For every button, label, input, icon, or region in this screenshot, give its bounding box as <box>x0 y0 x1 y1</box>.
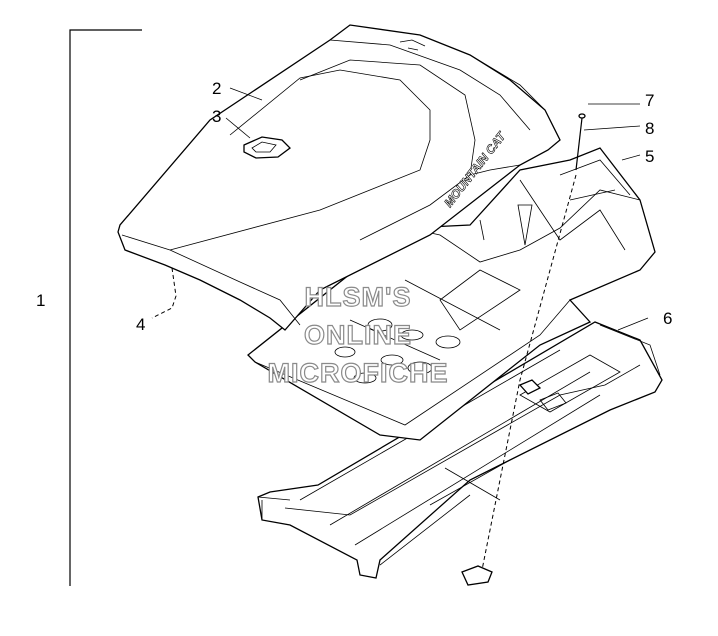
callout-3: 3 <box>212 107 221 126</box>
seat-frame <box>247 147 656 441</box>
callout-8: 8 <box>645 119 654 138</box>
watermark-line-1: HLSM'S <box>305 282 412 312</box>
callout-5: 5 <box>645 147 654 166</box>
callout-4: 4 <box>136 315 145 334</box>
watermark: HLSM'S ONLINE MICROFICHE <box>267 281 449 388</box>
seat-cushion-cover: MOUNTAIN CAT <box>117 24 561 331</box>
callout-6: 6 <box>663 309 672 328</box>
leader-lines <box>151 87 649 331</box>
assembly-bracket <box>69 29 142 586</box>
callout-1: 1 <box>36 291 45 310</box>
callout-7: 7 <box>645 91 654 110</box>
watermark-line-3: MICROFICHE <box>268 358 449 388</box>
callout-2: 2 <box>212 79 221 98</box>
fastener-rod <box>461 113 586 586</box>
callout-labels: 1 2 3 4 5 6 7 8 <box>36 79 672 334</box>
watermark-line-2: ONLINE <box>304 320 412 350</box>
